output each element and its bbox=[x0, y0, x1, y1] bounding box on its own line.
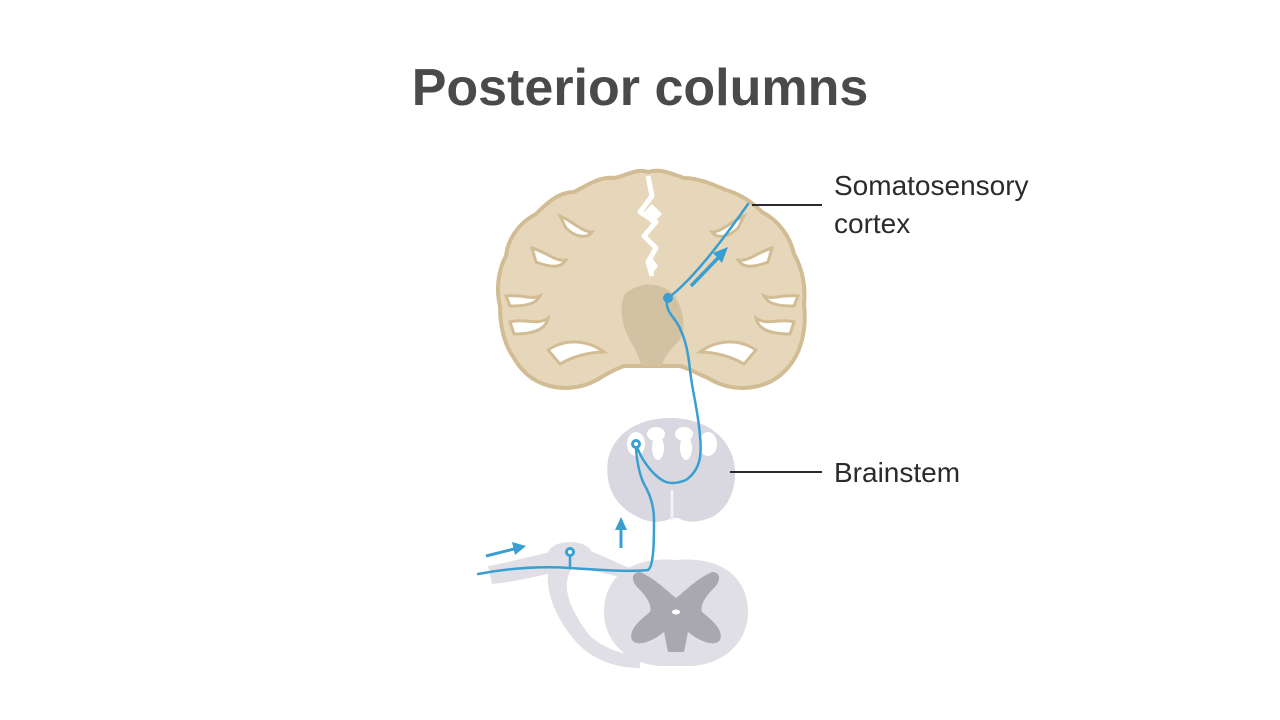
label-cortex-line1: Somatosensory bbox=[834, 167, 1029, 205]
thalamus-synapse bbox=[663, 293, 673, 303]
spinal-cord-section bbox=[488, 542, 748, 668]
brainstem-section bbox=[607, 418, 735, 522]
central-canal bbox=[672, 610, 680, 615]
arrow-up-spinal bbox=[615, 517, 627, 548]
label-brainstem: Brainstem bbox=[834, 454, 960, 492]
label-cortex-line2: cortex bbox=[834, 205, 1029, 243]
arrow-periphery bbox=[486, 542, 526, 556]
brain-coronal-section bbox=[498, 171, 805, 388]
label-somatosensory-cortex: Somatosensory cortex bbox=[834, 167, 1029, 243]
